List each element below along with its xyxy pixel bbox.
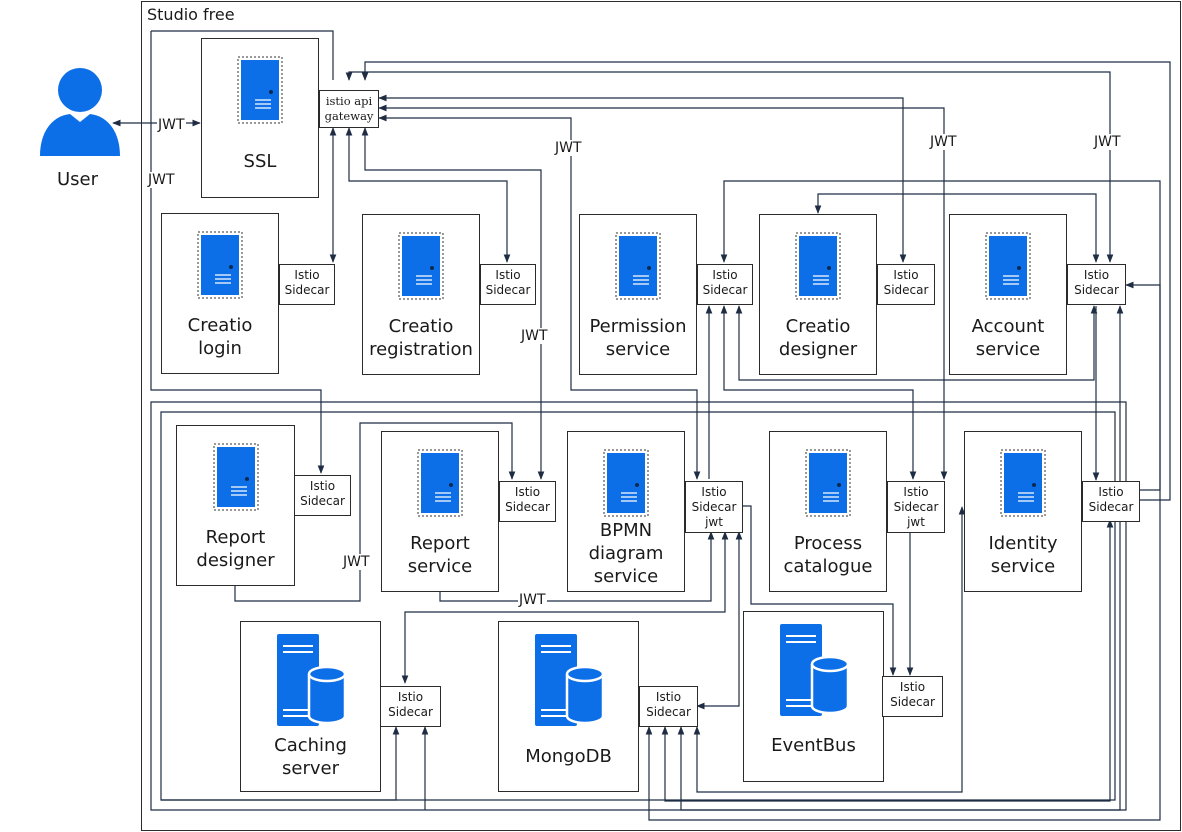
creatio-registration-line2: registration — [369, 339, 473, 360]
bpmn-line2: diagram — [588, 543, 664, 564]
permission-service-line2: service — [605, 339, 671, 360]
container-title: Studio free — [147, 5, 235, 24]
report-designer-line2: designer — [196, 550, 275, 571]
database-server-icon — [535, 634, 605, 726]
edge-label-jwt: JWT — [929, 134, 958, 150]
database-server-icon — [277, 634, 347, 726]
caching-server-line1: Caching — [274, 735, 347, 756]
database-server-icon — [780, 624, 850, 716]
eventbus-label: EventBus — [771, 735, 856, 756]
account-service-node: Account service — [949, 214, 1067, 375]
caching-server-line2: server — [282, 758, 339, 779]
edge-label-jwt: JWT — [342, 554, 371, 570]
mongodb-node: MongoDB — [498, 621, 639, 792]
edge-label-jwt: JWT — [1093, 134, 1122, 150]
edge-label-jwt: JWT — [157, 117, 186, 133]
creatio-login-line2: login — [198, 338, 242, 359]
edge-label-jwt: JWT — [147, 172, 176, 188]
server-icon — [197, 231, 243, 299]
account-service-line2: service — [975, 339, 1041, 360]
report-service-line1: Report — [410, 533, 470, 554]
server-icon — [237, 56, 283, 124]
ssl-node: SSL — [201, 38, 319, 198]
report-designer-line1: Report — [205, 527, 266, 548]
process-catalogue-line2: catalogue — [783, 556, 873, 577]
bpmn-diagram-service-node: BPMN diagram service — [567, 431, 685, 592]
caching-server-node: Caching server — [240, 621, 381, 792]
server-icon — [805, 449, 851, 517]
creatio-login-node: Creatio login — [161, 213, 279, 374]
permission-service-line1: Permission — [589, 316, 687, 337]
studio-free-container — [141, 1, 1181, 831]
creatio-login-line1: Creatio — [187, 315, 253, 336]
report-service-node: Report service — [381, 431, 499, 592]
server-icon — [795, 232, 841, 300]
server-icon — [417, 449, 463, 517]
identity-service-node: Identity service — [964, 431, 1082, 592]
process-catalogue-line1: Process — [793, 533, 863, 554]
account-service-line1: Account — [971, 316, 1045, 337]
report-designer-node: Report designer — [176, 425, 295, 586]
creatio-designer-node: Creatio designer — [759, 214, 877, 375]
bpmn-line1: BPMN — [599, 520, 653, 541]
edge-label-jwt: JWT — [520, 328, 549, 344]
server-icon — [398, 232, 444, 300]
user-label: User — [57, 169, 99, 190]
server-icon — [603, 449, 649, 517]
edge-label-jwt: JWT — [554, 140, 583, 156]
gateway-line1: istio api — [325, 94, 373, 108]
server-icon — [985, 232, 1031, 300]
edge-top-group-outline — [151, 30, 334, 80]
user-icon — [40, 68, 120, 156]
identity-service-line1: Identity — [988, 533, 1058, 554]
creatio-designer-line2: designer — [778, 339, 858, 360]
bpmn-line3: service — [593, 566, 659, 587]
edge-label-jwt: JWT — [518, 592, 547, 608]
gateway-line2: gateway — [324, 109, 374, 123]
server-icon — [1000, 449, 1046, 517]
server-icon — [213, 443, 259, 511]
report-service-line2: service — [407, 556, 473, 577]
identity-service-line2: service — [990, 556, 1056, 577]
process-catalogue-node: Process catalogue — [769, 431, 887, 592]
creatio-registration-node: Creatio registration — [362, 214, 480, 375]
eventbus-node: EventBus — [743, 611, 884, 782]
creatio-registration-line1: Creatio — [388, 316, 454, 337]
permission-service-node: Permission service — [579, 214, 697, 375]
istio-api-gateway: istio api gateway — [319, 90, 379, 128]
server-icon — [615, 232, 661, 300]
mongodb-label: MongoDB — [525, 746, 612, 767]
ssl-label: SSL — [243, 151, 277, 172]
creatio-designer-line1: Creatio — [785, 316, 851, 337]
